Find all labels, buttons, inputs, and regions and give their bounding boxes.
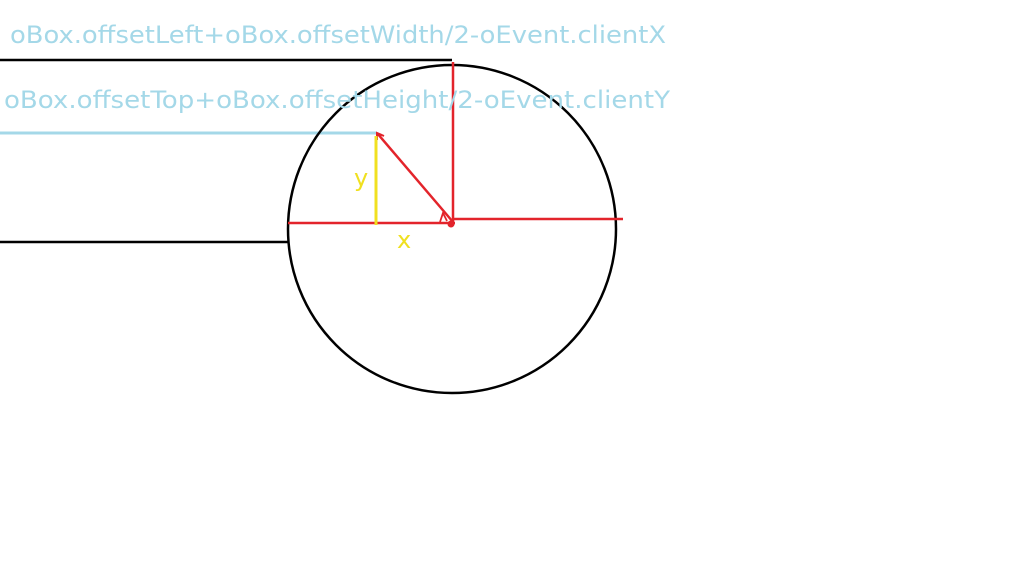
red-hypotenuse bbox=[376, 132, 454, 223]
center-point bbox=[447, 220, 455, 228]
x-label: x bbox=[397, 226, 411, 254]
formula-x-label: oBox.offsetLeft+oBox.offsetWidth/2-oEven… bbox=[10, 21, 666, 49]
angle-marker-icon bbox=[439, 210, 448, 223]
formula-y-label: oBox.offsetTop+oBox.offsetHeight/2-oEven… bbox=[4, 86, 670, 114]
y-label: y bbox=[354, 164, 368, 192]
